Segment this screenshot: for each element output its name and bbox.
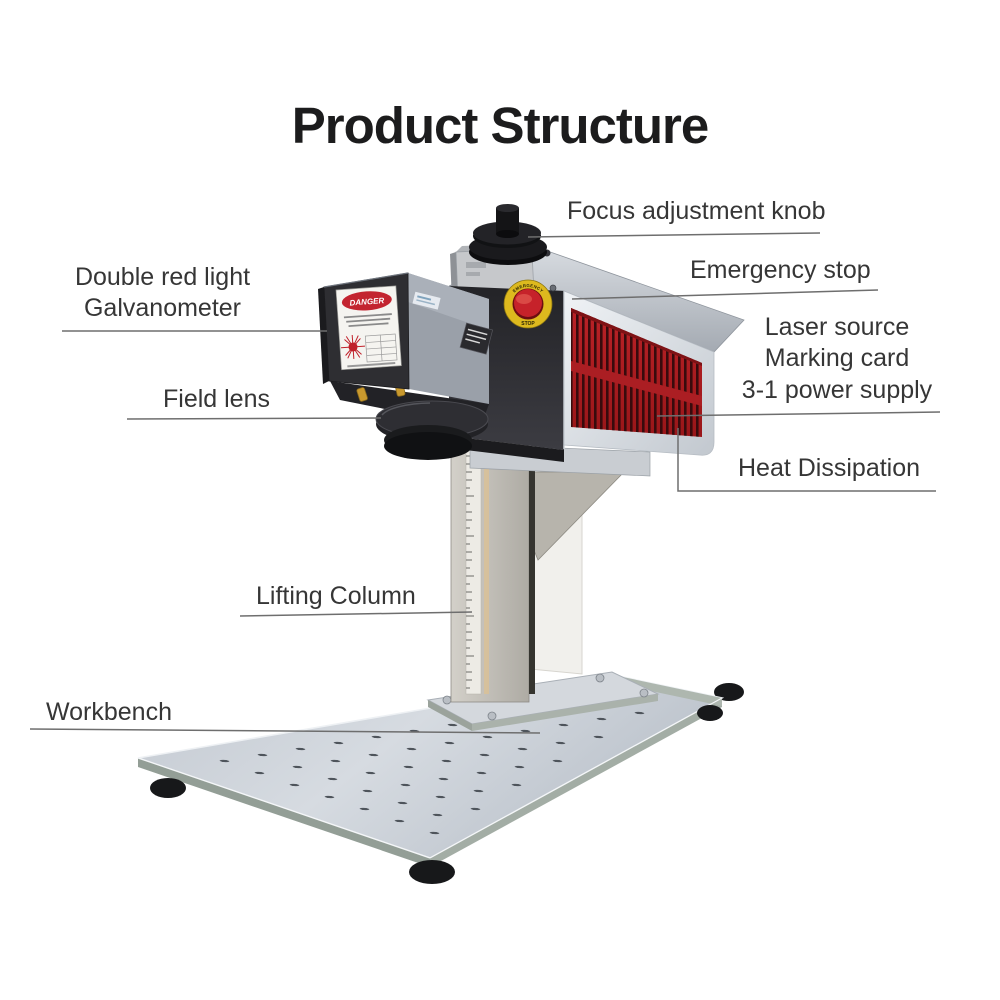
column-base-plate xyxy=(426,671,660,731)
leader-workbench xyxy=(29,728,541,734)
leader-emergency-stop xyxy=(571,289,879,300)
workbench-holes xyxy=(190,692,668,836)
laser-starburst-icon xyxy=(341,334,366,359)
leader-lifting-column xyxy=(239,611,473,617)
warranty-label xyxy=(459,322,494,355)
callout-heat-dissipation: Heat Dissipation xyxy=(738,454,921,482)
callout-lines xyxy=(29,232,941,734)
callout-laser-source-group: Laser source Marking card 3-1 power supp… xyxy=(741,313,933,404)
column-slot xyxy=(529,464,535,694)
rubber-foot xyxy=(409,860,455,884)
callout-focus-adjustment-knob: Focus adjustment knob xyxy=(567,197,826,225)
leader-field-lens xyxy=(126,417,382,420)
leader-focus-adjustment-knob xyxy=(527,232,821,238)
callout-lifting-column: Lifting Column xyxy=(256,582,416,610)
callout-workbench: Workbench xyxy=(46,698,172,726)
danger-label: DANGER xyxy=(335,285,402,371)
lifting-column xyxy=(450,429,651,703)
spec-table xyxy=(364,333,398,363)
workbench-plate xyxy=(137,675,744,884)
callout-emergency-stop: Emergency stop xyxy=(690,256,871,284)
field-lens xyxy=(356,382,489,460)
laser-source-body: EMERGENCY STOP xyxy=(448,204,745,462)
callout-double-red-light-galvanometer: Double red light Galvanometer xyxy=(74,263,251,323)
heat-dissipation-grille xyxy=(563,290,715,456)
page-title: Product Structure xyxy=(291,97,710,155)
rubber-foot xyxy=(697,705,723,721)
leader-heat-dissipation xyxy=(677,428,936,492)
callout-field-lens: Field lens xyxy=(163,385,270,413)
leader-laser-source xyxy=(656,411,941,417)
focus-adjustment-knob xyxy=(450,204,547,302)
emergency-ring-bottom-text: STOP xyxy=(521,321,535,327)
rubber-foot xyxy=(150,778,186,798)
galvanometer-head: DANGER xyxy=(318,272,494,460)
danger-label-text: DANGER xyxy=(349,296,384,307)
emergency-stop-button: EMERGENCY STOP xyxy=(503,279,557,329)
brand-sticker xyxy=(412,291,441,310)
